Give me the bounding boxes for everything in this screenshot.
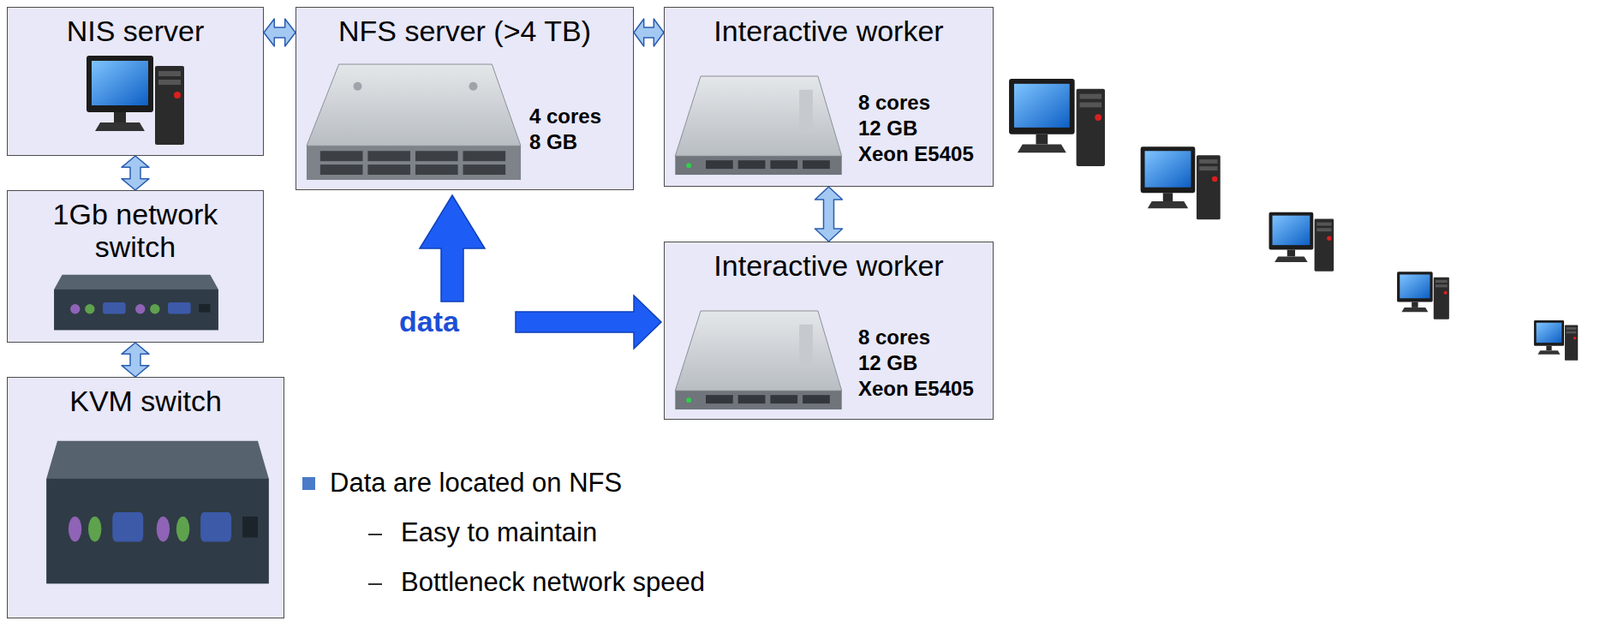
box-title: 1Gb network switch — [32, 197, 239, 263]
spec-list: 8 cores12 GBXeon E5405 — [858, 324, 974, 402]
server-icon — [671, 72, 847, 180]
spec-list: 8 cores12 GBXeon E5405 — [858, 89, 974, 168]
client-computer — [1140, 146, 1221, 220]
client-computer — [1397, 271, 1450, 319]
switch-box: KVM switch — [6, 376, 285, 619]
bullet-dash — [368, 583, 383, 586]
link-arrow — [633, 18, 664, 47]
server-icon — [303, 60, 525, 185]
switch-box: 1Gb network switch — [6, 190, 264, 343]
box-title: KVM switch — [69, 384, 222, 418]
client-computer — [1269, 212, 1335, 272]
client-computer — [1008, 78, 1105, 167]
client-computer — [1534, 320, 1578, 361]
spec-text: 12 GB — [858, 115, 974, 142]
spec-text: 12 GB — [858, 350, 974, 377]
data-arrow-right — [515, 295, 662, 349]
data-label: data — [399, 304, 460, 339]
label-holder: Data are located on NFS — [329, 467, 622, 499]
bullet-square — [302, 477, 316, 490]
bullet-text: Bottleneck network speed — [400, 567, 705, 598]
bullet-dash — [368, 533, 383, 536]
bullet-text: Easy to maintain — [400, 517, 598, 549]
spec-text: Xeon E5405 — [858, 376, 974, 402]
link-arrow — [121, 342, 150, 377]
spec-text: Xeon E5405 — [858, 141, 974, 168]
worker-box: Interactive worker 8 cores12 GBXeon E5405 — [663, 241, 994, 420]
switch-icon — [46, 271, 227, 337]
server-box: NIS server — [6, 6, 264, 156]
server-box: NFS server (>4 TB) 4 cores8 GB — [295, 6, 634, 191]
bullet-text: Data are located on NFS — [329, 467, 622, 499]
box-title: NIS server — [66, 14, 205, 48]
spec-text: 8 GB — [529, 129, 602, 156]
link-arrow — [815, 186, 843, 242]
data-arrow-up — [419, 195, 485, 302]
worker-box: Interactive worker 8 cores12 GBXeon E5405 — [663, 6, 994, 187]
label-holder: Easy to maintain — [400, 517, 598, 549]
link-arrow — [263, 18, 296, 47]
server-icon — [671, 307, 847, 414]
box-title: Interactive worker — [713, 14, 944, 48]
box-title: NFS server (>4 TB) — [338, 14, 592, 48]
label-holder: Bottleneck network speed — [400, 567, 705, 598]
label-holder: data — [399, 304, 460, 339]
computer-icon — [84, 52, 188, 147]
spec-text: 8 cores — [858, 89, 974, 116]
switch-icon — [41, 432, 274, 601]
spec-text: 4 cores — [529, 103, 602, 130]
spec-list: 4 cores8 GB — [529, 103, 602, 156]
spec-text: 8 cores — [858, 324, 974, 351]
link-arrow — [121, 155, 150, 191]
box-title: Interactive worker — [713, 249, 944, 282]
